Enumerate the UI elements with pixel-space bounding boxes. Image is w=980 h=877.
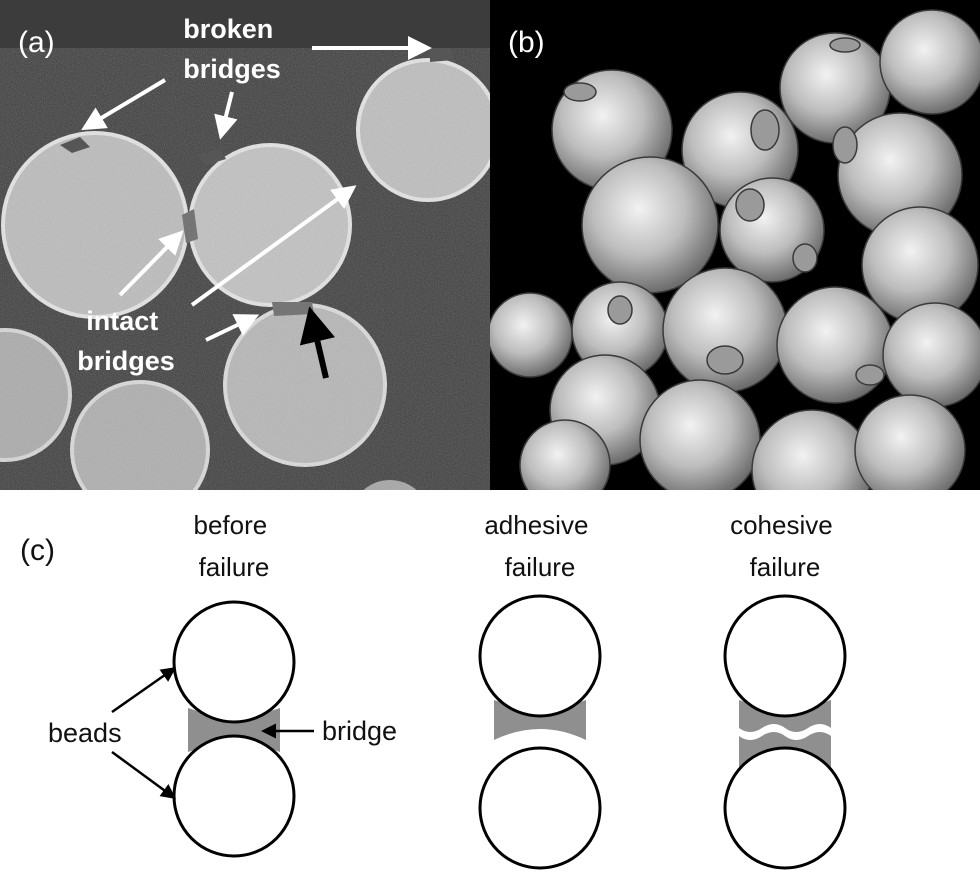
before-failure-line-2: failure xyxy=(199,552,270,582)
beads-arrow-bottom xyxy=(111,750,177,799)
beads-arrow-top xyxy=(111,667,177,714)
sphere-13 xyxy=(882,302,980,408)
bead-3 xyxy=(356,58,490,202)
intact-bridges-line-1: intact xyxy=(86,306,158,336)
adhesive-failure-line-1: adhesive xyxy=(484,510,588,540)
before-bead-top xyxy=(172,600,296,724)
sphere-12 xyxy=(776,286,894,404)
panel-a-label: (a) xyxy=(18,26,55,59)
panel-b-spheres xyxy=(490,9,980,490)
sphere-17 xyxy=(854,394,966,490)
adhesive-failure-line-2: failure xyxy=(505,552,576,582)
beads-label: beads xyxy=(48,718,122,748)
intact-bridges-line-2: bridges xyxy=(77,346,175,376)
cohesive-failure-line-2: failure xyxy=(750,552,821,582)
intact-bridges-label: intact bridges xyxy=(77,306,175,376)
remnant-7 xyxy=(706,345,744,375)
bead-1 xyxy=(1,131,189,319)
bridge-stub-1 xyxy=(60,137,90,153)
before-failure-title: before failure xyxy=(194,510,275,582)
broken-bridges-line-2: bridges xyxy=(183,54,281,84)
bead-7 xyxy=(363,480,417,490)
cohesive-failure-line-1: cohesive xyxy=(730,510,833,540)
bead-4 xyxy=(223,303,387,467)
bead-6 xyxy=(0,328,72,462)
panel-b-label: (b) xyxy=(508,26,545,59)
adhesive-bead-top xyxy=(478,594,602,718)
panel-b-bridge-remnants xyxy=(563,37,885,386)
sphere-9 xyxy=(490,292,573,378)
bridge-intact-2 xyxy=(272,302,314,316)
arrow-intact-3 xyxy=(205,314,260,342)
bead-5 xyxy=(70,380,210,490)
bridge-intact-1 xyxy=(182,209,198,243)
remnant-4 xyxy=(750,109,780,151)
cohesive-bead-top xyxy=(723,594,847,718)
broken-bridges-line-1: broken xyxy=(183,14,273,44)
sphere-18 xyxy=(519,419,611,490)
bridge-stub-2 xyxy=(198,149,226,165)
remnant-6 xyxy=(607,295,633,325)
panel-c: (c) before failure beads bridge adhesive… xyxy=(20,510,847,870)
bead-2 xyxy=(188,143,352,307)
arrow-intact-1 xyxy=(118,230,184,297)
cohesive-bead-bottom xyxy=(723,746,847,870)
arrow-broken-mid xyxy=(214,91,238,140)
arrow-intact-2 xyxy=(190,185,357,307)
remnant-8 xyxy=(855,364,885,386)
remnant-1 xyxy=(563,82,597,102)
before-bead-bottom xyxy=(172,734,296,858)
before-failure-line-1: before xyxy=(194,510,268,540)
remnant-5 xyxy=(735,188,765,222)
adhesive-bead-bottom xyxy=(478,746,602,870)
arrow-black xyxy=(299,306,335,379)
panel-c-label: (c) xyxy=(20,534,55,567)
sphere-6 xyxy=(581,156,719,294)
adhesive-failure-title: adhesive failure xyxy=(484,510,595,582)
remnant-3 xyxy=(832,126,858,164)
remnant-9 xyxy=(792,243,818,273)
broken-bridges-label: broken bridges xyxy=(183,14,281,84)
panel-a: (a) broken bridges intact bridges xyxy=(0,0,490,490)
sphere-4 xyxy=(879,9,980,115)
sphere-15 xyxy=(639,379,761,490)
bridge-stub-3 xyxy=(430,48,454,62)
panel-b: (b) xyxy=(490,0,980,490)
bridge-label: bridge xyxy=(322,716,397,746)
remnant-2 xyxy=(829,37,861,53)
arrow-broken-left xyxy=(81,78,167,131)
cohesive-failure-title: cohesive failure xyxy=(730,510,840,582)
